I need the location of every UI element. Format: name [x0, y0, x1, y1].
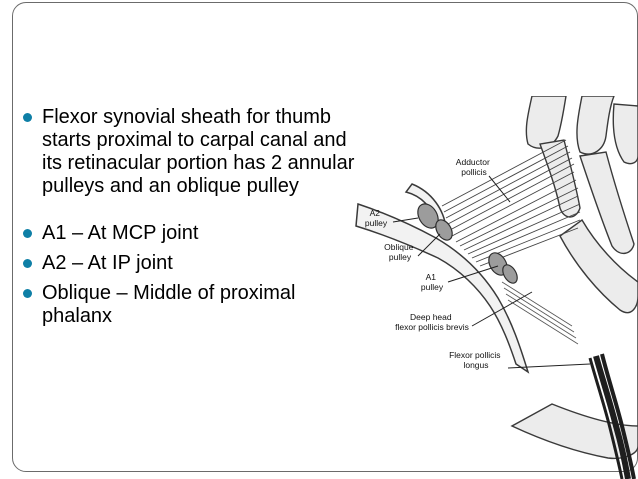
fpb-muscle	[501, 281, 579, 345]
bullet-icon	[23, 259, 32, 268]
leader-lines	[392, 175, 591, 369]
bullet-text: Oblique – Middle of proximal phalanx	[42, 282, 296, 327]
label-deep-head-fpb: Deep head flexor pollicis brevis	[395, 312, 469, 332]
bullet-text: Flexor synovial sheath for thumb starts …	[42, 106, 355, 197]
bullet-icon	[23, 229, 32, 238]
bullet-item: A2 – At IP joint	[22, 252, 367, 275]
bullet-item: Oblique – Middle of proximal phalanx	[22, 282, 367, 328]
figure-labels: Adductor pollicis A2 pulley Oblique pull…	[365, 157, 503, 370]
label-flexor-pollicis-longus: Flexor pollicis longus	[449, 350, 503, 370]
bullet-text: A2 – At IP joint	[42, 252, 173, 274]
fpl-tendon	[588, 353, 636, 479]
slide-frame	[12, 2, 638, 472]
bullet-list: Flexor synovial sheath for thumb starts …	[22, 106, 367, 328]
label-adductor-pollicis: Adductor pollicis	[456, 157, 492, 177]
bullet-item: Flexor synovial sheath for thumb starts …	[22, 106, 367, 198]
bullet-item: A1 – At MCP joint	[22, 222, 367, 245]
hand-bones	[510, 96, 638, 460]
label-a2-pulley: A2 pulley	[365, 208, 388, 228]
bullet-icon	[23, 113, 32, 122]
pulleys	[417, 203, 518, 284]
label-oblique-pulley: Oblique pulley	[384, 242, 416, 262]
bullet-icon	[23, 289, 32, 298]
adductor-muscle	[441, 139, 581, 267]
bullet-text: A1 – At MCP joint	[42, 222, 199, 244]
thumb-anatomy-figure: Adductor pollicis A2 pulley Oblique pull…	[355, 96, 638, 479]
label-a1-pulley: A1 pulley	[421, 272, 444, 292]
